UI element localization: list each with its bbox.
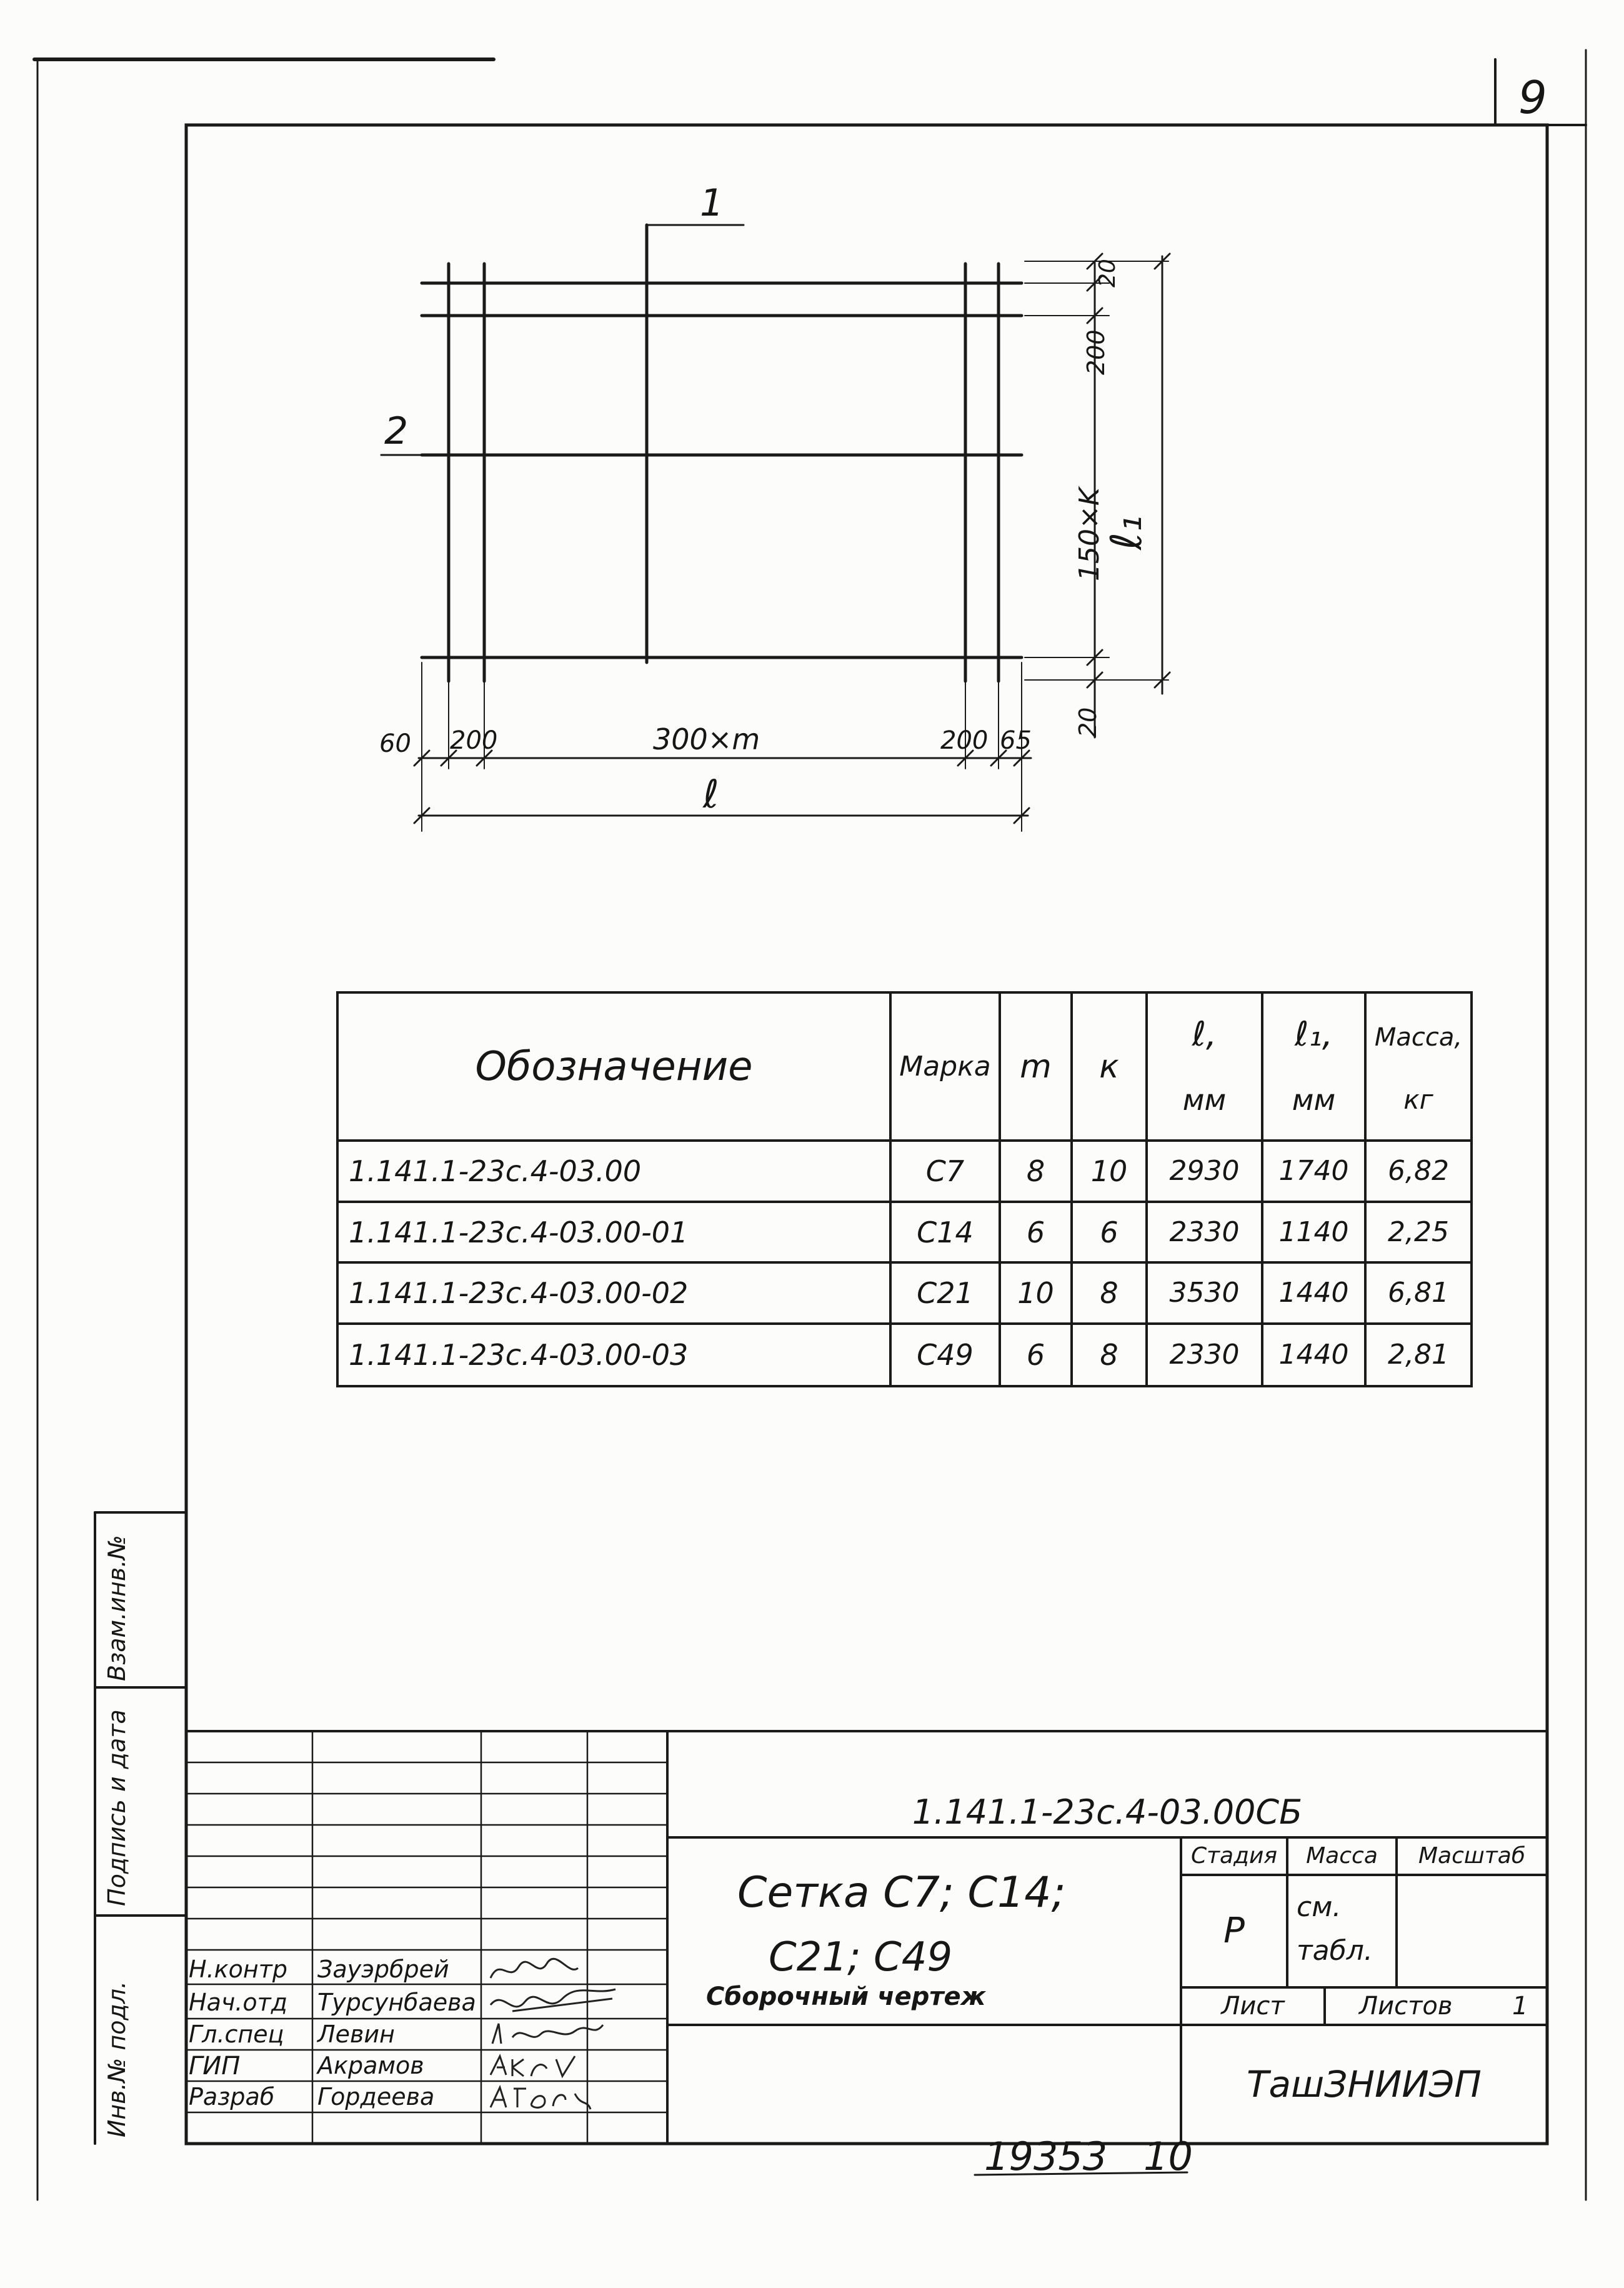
dim-bottom-20: 20 <box>1074 707 1102 737</box>
table-row-2-mass: 6,81 <box>1388 1277 1449 1309</box>
table-row-2-m: 10 <box>1017 1276 1054 1310</box>
table-row-3-l: 2330 <box>1169 1339 1240 1371</box>
signer-name-4: Гордеева <box>317 2083 435 2111</box>
table-row-3-m: 6 <box>1026 1338 1045 1372</box>
table-row-3-l1: 1440 <box>1278 1339 1349 1371</box>
side-stamp-inv-podl: Инв.№ подл. <box>103 1981 131 2137</box>
stage-value: Р <box>1223 1911 1245 1951</box>
table-row-3-k: 8 <box>1100 1338 1118 1372</box>
archive-number: 19353 <box>984 2134 1108 2179</box>
table-row-1-l: 2330 <box>1169 1216 1240 1248</box>
table-row-0-mass: 6,82 <box>1388 1155 1449 1187</box>
mass-value-2: табл. <box>1297 1935 1373 1967</box>
dim-l1: ℓ₁ <box>1102 515 1152 550</box>
table-row-2-l1: 1440 <box>1278 1277 1349 1309</box>
main-frame <box>184 123 1549 2146</box>
signer-role-4: Разраб <box>189 2083 275 2111</box>
header-l-unit: мм <box>1182 1083 1227 1117</box>
table-row-0-m: 8 <box>1026 1154 1045 1188</box>
signature-3 <box>487 2050 581 2085</box>
signer-role-3: ГИП <box>189 2052 241 2081</box>
header-mass: Масса, <box>1374 1023 1463 1052</box>
title-line-1: Сетка С7; С14; <box>737 1868 1066 1917</box>
dim-300xm: 300×m <box>653 722 760 756</box>
signature-grid <box>185 1730 669 2145</box>
mass-value-1: см. <box>1297 1891 1342 1923</box>
table-row-1-mark: С14 <box>917 1215 974 1249</box>
signer-name-1: Турсунбаева <box>317 1989 476 2016</box>
header-mass-unit: кг <box>1403 1084 1433 1115</box>
stage-label: Стадия <box>1190 1843 1278 1869</box>
signature-1 <box>487 1986 619 2024</box>
header-m: m <box>1020 1047 1052 1086</box>
table-row-3-designation: 1.141.1-23с.4-03.00-03 <box>349 1338 689 1372</box>
sheet-number: 9 <box>1518 71 1547 124</box>
table-row-3-mass: 2,81 <box>1388 1339 1449 1371</box>
table-row-1-m: 6 <box>1026 1215 1045 1249</box>
scale-label: Масштаб <box>1418 1843 1526 1869</box>
side-stamp-vzam-inv: Взам.инв.№ <box>103 1535 131 1681</box>
header-k: к <box>1099 1047 1119 1086</box>
table-row-2-k: 8 <box>1100 1276 1118 1310</box>
signer-name-3: Акрамов <box>317 2052 424 2079</box>
table-row-0-mark: С7 <box>925 1154 965 1188</box>
title-line-2: С21; С49 <box>769 1934 953 1981</box>
leader-label-2: 2 <box>384 409 409 453</box>
organization: ТашЗНИИЭП <box>1247 2063 1482 2106</box>
side-stamp-podpis-data: Подпись и дата <box>103 1709 131 1906</box>
header-mark: Марка <box>899 1050 991 1082</box>
dim-65: 65 <box>1000 726 1032 755</box>
signature-2 <box>487 2019 606 2054</box>
signer-name-2: Левин <box>317 2021 395 2048</box>
table-row-3-mark: С49 <box>917 1338 974 1372</box>
header-l: ℓ, <box>1192 1014 1217 1054</box>
archive-sheet: 10 <box>1143 2134 1193 2179</box>
table-row-1-l1: 1140 <box>1278 1216 1349 1248</box>
table-row-2-mark: С21 <box>917 1276 974 1310</box>
table-row-0-k: 10 <box>1090 1154 1128 1188</box>
dim-150xk: 150×K <box>1074 487 1105 581</box>
header-l1: ℓ₁, <box>1294 1014 1333 1054</box>
table-row-0-l: 2930 <box>1169 1155 1240 1187</box>
mass-label: Масса <box>1306 1843 1378 1869</box>
dim-60: 60 <box>379 729 411 758</box>
signature-4 <box>487 2081 594 2116</box>
table-row-0-designation: 1.141.1-23с.4-03.00 <box>349 1154 642 1188</box>
sheets-value: 1 <box>1512 1992 1528 2021</box>
header-l1-unit: мм <box>1292 1083 1336 1117</box>
dim-200-right: 200 <box>940 726 989 755</box>
table-row-1-mass: 2,25 <box>1388 1216 1449 1248</box>
table-row-2-designation: 1.141.1-23с.4-03.00-02 <box>349 1276 689 1310</box>
spec-table-grid <box>336 991 1473 1387</box>
table-row-0-l1: 1740 <box>1278 1155 1349 1187</box>
signature-0 <box>487 1954 581 1989</box>
signer-role-2: Гл.спец <box>189 2021 284 2048</box>
dim-200-left: 200 <box>450 726 498 755</box>
leader-label-1: 1 <box>700 181 724 225</box>
signer-name-0: Зауэрбрей <box>317 1956 449 1983</box>
header-designation: Обозначение <box>475 1043 753 1090</box>
sheet-label: Лист <box>1221 1992 1285 2021</box>
dim-l: ℓ <box>703 771 719 817</box>
table-row-2-l: 3530 <box>1169 1277 1240 1309</box>
dim-top-200: 200 <box>1082 329 1110 375</box>
table-row-1-k: 6 <box>1100 1215 1118 1249</box>
doc-code: 1.141.1-23с.4-03.00СБ <box>912 1792 1303 1832</box>
dim-top-20: 20 <box>1095 259 1120 287</box>
title-block-grid <box>185 1730 1548 2145</box>
title-line-3: Сборочный чертеж <box>706 1982 986 2011</box>
table-row-1-designation: 1.141.1-23с.4-03.00-01 <box>349 1215 689 1249</box>
sheets-label: Листов <box>1359 1992 1453 2021</box>
signer-role-0: Н.контр <box>189 1956 287 1983</box>
signer-role-1: Нач.отд <box>189 1989 288 2016</box>
